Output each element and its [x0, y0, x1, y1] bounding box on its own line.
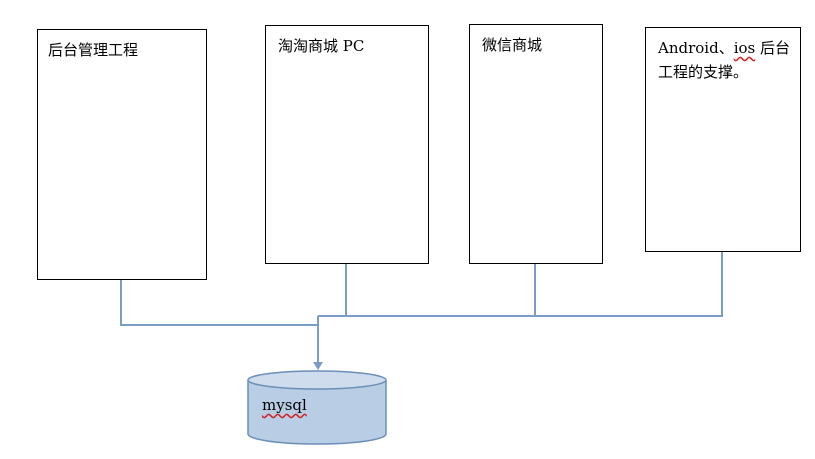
label-ios: ios — [733, 39, 756, 57]
arrow-head-icon — [313, 362, 323, 370]
connector-backend — [120, 280, 318, 326]
backend-admin-label: 后台管理工程 — [48, 41, 139, 59]
wechat-mall-label: 微信商城 — [482, 36, 543, 54]
label-suffix: 后台工程的支撑。 — [658, 39, 791, 81]
mysql-label: mysql — [262, 396, 307, 414]
taotao-pc-box: 淘淘商城 PC — [265, 25, 429, 264]
backend-admin-box: 后台管理工程 — [37, 29, 207, 280]
android-ios-backend-box: Android、ios 后台工程的支撑。 — [645, 27, 801, 252]
connector-mobile — [318, 252, 723, 317]
wechat-mall-box: 微信商城 — [469, 24, 603, 264]
database-cylinder — [247, 370, 387, 445]
taotao-pc-label: 淘淘商城 PC — [278, 37, 365, 55]
android-ios-backend-label: Android、ios 后台工程的支撑。 — [658, 36, 794, 84]
label-prefix: Android、 — [658, 39, 734, 57]
